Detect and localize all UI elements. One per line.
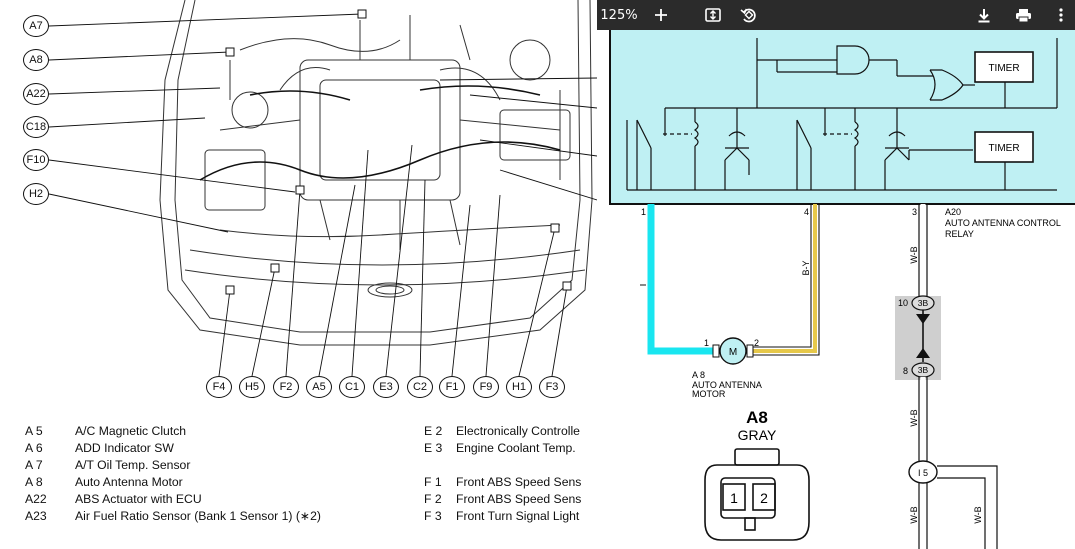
- wiring-schematic: TIMER TIMER A20 AUTO ANTENNA CONTROL REL…: [609, 21, 1075, 549]
- callout-a22: A22: [23, 83, 49, 105]
- callout-f3: F3: [539, 376, 565, 398]
- fit-page-icon[interactable]: [699, 0, 727, 30]
- legend-row: A 6 ADD Indicator SW: [25, 441, 174, 455]
- wire-color-label: W-B: [909, 506, 919, 523]
- timer-label: TIMER: [988, 63, 1019, 74]
- legend-code: F 1: [424, 475, 442, 489]
- callout-f2: F2: [273, 376, 299, 398]
- motor-icon: [719, 337, 747, 365]
- legend-code: A 8: [25, 475, 43, 489]
- legend-code: A 5: [25, 424, 43, 438]
- callout-a8: A8: [23, 49, 49, 71]
- callout-f9: F9: [473, 376, 499, 398]
- legend-row: E 3 Engine Coolant Temp.: [424, 441, 576, 455]
- callout-c2: C2: [407, 376, 433, 398]
- motor-pin: 1: [704, 338, 709, 348]
- legend-name: Front ABS Speed Sens: [456, 475, 582, 489]
- legend-row: F 2 Front ABS Speed Sens: [424, 492, 581, 506]
- legend-code: A22: [25, 492, 47, 506]
- relay-name: AUTO ANTENNA CONTROL: [945, 218, 1061, 228]
- legend-name: Engine Coolant Temp.: [456, 441, 576, 455]
- callout-c1: C1: [339, 376, 365, 398]
- legend-name: A/C Magnetic Clutch: [75, 424, 187, 438]
- relay-pin: 3: [912, 207, 917, 217]
- b-y-wire: [753, 204, 817, 353]
- relay-id: A20: [945, 207, 961, 217]
- pdf-toolbar: 125%: [597, 0, 1075, 30]
- connector-pin-label: 10: [898, 298, 908, 308]
- download-icon[interactable]: [971, 0, 997, 30]
- legend-row: A23 Air Fuel Ratio Sensor (Bank 1 Sensor …: [25, 509, 321, 523]
- legend-name: Air Fuel Ratio Sensor (Bank 1 Sensor 1) …: [75, 509, 321, 523]
- callout-f4: F4: [206, 376, 232, 398]
- legend-name: ADD Indicator SW: [75, 441, 174, 455]
- connector-pin: 1: [730, 490, 738, 506]
- callout-f1: F1: [439, 376, 465, 398]
- legend-code: A 6: [25, 441, 43, 455]
- motor-id: A 8: [692, 370, 705, 380]
- legend-name: Electronically Controlle: [456, 424, 580, 438]
- legend-name: ABS Actuator with ECU: [75, 492, 202, 506]
- callout-h1: H1: [506, 376, 532, 398]
- junction-i5: [908, 460, 938, 484]
- callout-a7: A7: [23, 15, 49, 37]
- junction-label: I 5: [918, 468, 928, 478]
- relay-pin: 4: [804, 207, 809, 217]
- connector-pin: 2: [760, 490, 768, 506]
- timer-box: [974, 51, 1034, 83]
- wire-color-label: W-B: [909, 246, 919, 263]
- connector-pin-label: 8: [903, 366, 908, 376]
- rotate-icon[interactable]: [735, 0, 763, 30]
- motor-name: MOTOR: [692, 389, 726, 399]
- motor-pin: 2: [754, 338, 759, 348]
- legend-name: Front Turn Signal Light: [456, 509, 580, 523]
- wire-color-label: W-B: [909, 409, 919, 426]
- pdf-viewer-panel: TIMER TIMER A20 AUTO ANTENNA CONTROL REL…: [597, 0, 1075, 549]
- connector-color: GRAY: [738, 427, 777, 443]
- legend-code: E 3: [424, 441, 443, 455]
- timer-label: TIMER: [988, 143, 1019, 154]
- legend-row: A 7 A/T Oil Temp. Sensor: [25, 458, 190, 472]
- wire-color-label: W-B: [973, 506, 983, 523]
- wire-color-label: B-Y: [801, 260, 811, 275]
- legend-row: E 2 Electronically Controlle: [424, 424, 580, 438]
- legend-code: F 2: [424, 492, 442, 506]
- callout-e3: E3: [373, 376, 399, 398]
- motor-symbol: M: [729, 347, 737, 358]
- more-vert-icon[interactable]: [1051, 0, 1071, 30]
- legend-code: F 3: [424, 509, 442, 523]
- legend-code: A23: [25, 509, 47, 523]
- legend-row: A22 ABS Actuator with ECU: [25, 492, 202, 506]
- callout-f10: F10: [23, 149, 49, 171]
- legend-name: Auto Antenna Motor: [75, 475, 183, 489]
- callout-h5: H5: [239, 376, 265, 398]
- print-icon[interactable]: [1010, 0, 1036, 30]
- engine-drawing: [48, 0, 597, 377]
- callout-a5: A5: [306, 376, 332, 398]
- highlighted-wire: [647, 204, 713, 355]
- connector-3b-label: 3B: [918, 298, 929, 308]
- timer-box: [974, 131, 1034, 163]
- zoom-level[interactable]: 125%: [600, 7, 638, 23]
- callout-c18: C18: [23, 116, 49, 138]
- legend-code: E 2: [424, 424, 443, 438]
- legend-row: F 1 Front ABS Speed Sens: [424, 475, 581, 489]
- legend-code: A 7: [25, 458, 43, 472]
- legend-row: A 8 Auto Antenna Motor: [25, 475, 183, 489]
- plus-icon[interactable]: [647, 0, 675, 30]
- legend-name: A/T Oil Temp. Sensor: [75, 458, 191, 472]
- legend-name: Front ABS Speed Sens: [456, 492, 582, 506]
- callout-h2: H2: [23, 183, 49, 205]
- legend-row: F 3 Front Turn Signal Light: [424, 509, 579, 523]
- connector-3b-label: 3B: [918, 365, 929, 375]
- legend-row: A 5 A/C Magnetic Clutch: [25, 424, 186, 438]
- engine-locator-panel: A7 A8 A22 C18 F10 H2 F4 H5 F2 A5 C1 E3 C…: [23, 0, 597, 523]
- relay-name: RELAY: [945, 229, 974, 239]
- motor-name: AUTO ANTENNA: [692, 380, 762, 390]
- connector-title: A8: [746, 408, 768, 427]
- relay-pin: 1: [641, 207, 646, 217]
